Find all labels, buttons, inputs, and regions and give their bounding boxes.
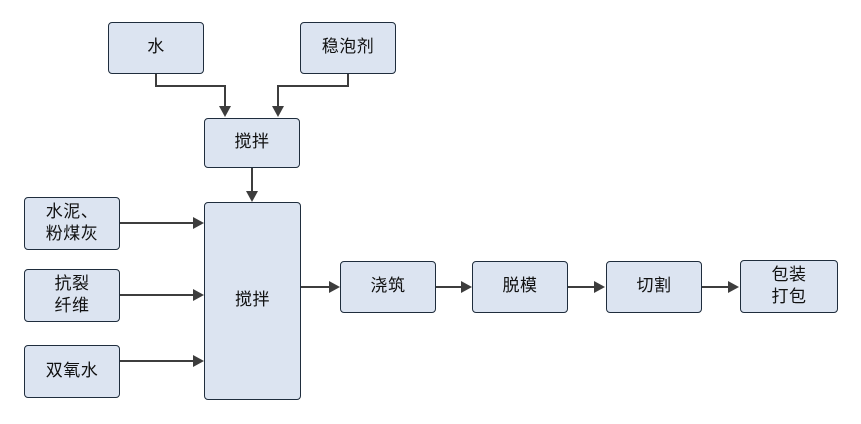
edge-pouring-to-demolding-line	[436, 286, 462, 288]
edge-foam-to-mixing1-segment-across	[277, 85, 349, 87]
node-water[interactable]: 水	[108, 22, 204, 74]
node-hydrogen-peroxide[interactable]: 双氧水	[24, 345, 120, 398]
edge-pouring-to-demolding-arrowhead	[461, 281, 472, 293]
edge-fiber-to-mixing2-arrowhead	[193, 289, 204, 301]
node-mixing-1[interactable]: 搅拌	[204, 118, 300, 168]
node-demolding[interactable]: 脱模	[472, 261, 568, 313]
edge-cutting-to-packaging-arrowhead	[728, 281, 739, 293]
edge-water-to-mixing1-segment-down	[155, 74, 157, 87]
edge-fiber-to-mixing2-line	[120, 294, 194, 296]
edge-cement-to-mixing2-arrowhead	[193, 217, 204, 229]
edge-mixing1-to-mixing2-arrowhead	[246, 191, 258, 202]
edge-peroxide-to-mixing2-line	[120, 360, 194, 362]
node-crack-resistant-fiber[interactable]: 抗裂 纤维	[24, 269, 120, 322]
node-foam-agent[interactable]: 稳泡剂	[300, 22, 396, 74]
edge-mixing1-to-mixing2-line	[251, 168, 253, 192]
node-packaging[interactable]: 包装 打包	[740, 260, 838, 313]
edge-cement-to-mixing2-line	[120, 222, 194, 224]
edge-demolding-to-cutting-line	[568, 286, 595, 288]
edge-demolding-to-cutting-arrowhead	[594, 281, 605, 293]
edge-cutting-to-packaging-line	[702, 286, 729, 288]
edge-mixing2-to-pouring-arrowhead	[329, 281, 340, 293]
edge-water-to-mixing1-segment-descend	[224, 85, 226, 107]
edge-water-to-mixing1-segment-across	[155, 85, 226, 87]
edge-foam-to-mixing1-segment-descend	[277, 85, 279, 107]
edge-water-to-mixing1-arrowhead	[219, 106, 231, 117]
node-pouring[interactable]: 浇筑	[340, 261, 436, 313]
edge-peroxide-to-mixing2-arrowhead	[193, 355, 204, 367]
edge-foam-to-mixing1-arrowhead	[272, 106, 284, 117]
edge-foam-to-mixing1-segment-down	[347, 74, 349, 87]
node-mixing-2[interactable]: 搅拌	[204, 202, 301, 400]
node-cement-flyash[interactable]: 水泥、 粉煤灰	[24, 197, 120, 250]
edge-mixing2-to-pouring-line	[301, 286, 330, 288]
node-cutting[interactable]: 切割	[606, 261, 702, 313]
